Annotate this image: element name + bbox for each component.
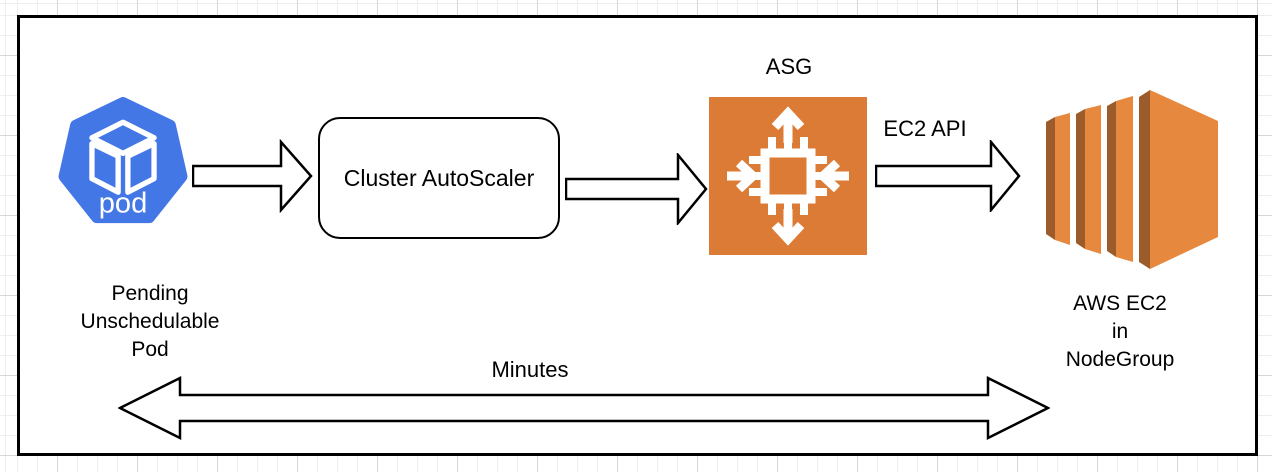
aws-ec2-icon — [1046, 90, 1218, 269]
cluster-autoscaler-box: Cluster AutoScaler — [318, 117, 560, 239]
ec2-slabs — [1046, 90, 1218, 269]
flow-arrow-pod-to-autoscaler-icon — [192, 139, 313, 213]
scale-arrows-icon — [727, 106, 849, 246]
diagram-canvas[interactable]: pod Cluster AutoScaler ASG — [17, 15, 1258, 456]
cluster-autoscaler-label: Cluster AutoScaler — [343, 164, 535, 191]
flow-arrow-autoscaler-to-asg-icon — [565, 153, 708, 225]
ec2-api-label: EC2 API — [883, 116, 967, 141]
kubernetes-pod-icon: pod — [58, 97, 188, 224]
pod-caption: Pending Unschedulable Pod — [80, 282, 220, 361]
pod-heptagon-shape — [58, 97, 188, 224]
minutes-label: Minutes — [491, 357, 569, 382]
pod-icon-label: pod — [99, 188, 148, 220]
aws-autoscaling-group-icon — [709, 97, 867, 255]
timeline-double-arrow-icon — [118, 375, 1050, 441]
flow-arrow-asg-to-ec2-icon — [875, 140, 1021, 212]
ec2-caption: AWS EC2 in NodeGroup — [1065, 292, 1175, 371]
cube-icon — [89, 119, 157, 195]
asg-title: ASG — [765, 54, 813, 79]
